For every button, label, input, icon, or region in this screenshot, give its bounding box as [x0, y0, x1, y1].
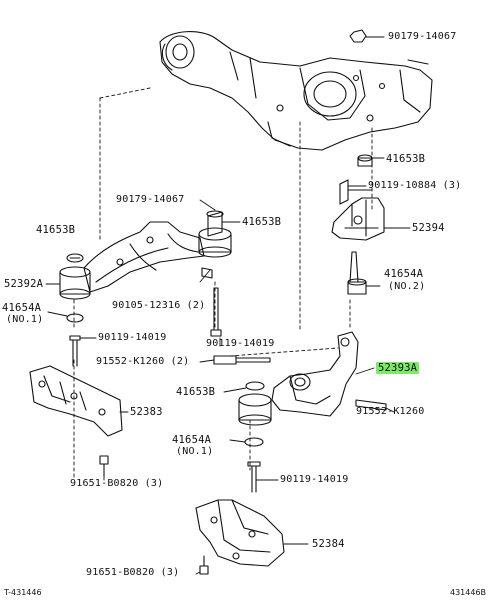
crossmember-52392a-illustration — [59, 210, 232, 367]
part-label-41653b-lower[interactable]: 41653B — [176, 386, 216, 398]
part-label-52383[interactable]: 52383 — [130, 406, 163, 418]
part-label-41653b-left[interactable]: 41653B — [36, 224, 76, 236]
part-label-52393a-highlighted[interactable]: 52393A — [376, 362, 420, 374]
part-label-41654a-no2-sub: (NO.2) — [388, 281, 426, 292]
part-label-90119-10884[interactable]: 90119-10884 (3) — [368, 180, 462, 191]
part-label-41653b-center[interactable]: 41653B — [242, 216, 282, 228]
bracket-52384-illustration — [195, 499, 285, 575]
part-label-90179-14067-left[interactable]: 90179-14067 — [116, 194, 185, 205]
part-label-52384[interactable]: 52384 — [312, 538, 345, 550]
part-label-41654a-no1-lower-sub: (NO.1) — [176, 446, 214, 457]
part-label-41654a-no2[interactable]: 41654A — [384, 268, 424, 280]
solid-leaders — [45, 157, 411, 575]
footer-right-code: 431446B — [450, 588, 487, 597]
top-nut-illustration — [349, 29, 385, 43]
part-label-52392a[interactable]: 52392A — [4, 278, 44, 290]
part-label-90119-14019-left[interactable]: 90119-14019 — [98, 332, 167, 343]
differential-housing-illustration — [159, 31, 433, 151]
part-label-41653b-right[interactable]: 41653B — [386, 153, 426, 165]
part-label-41654a-no1-left[interactable]: 41654A — [2, 302, 42, 314]
part-label-91552-k1260[interactable]: 91552-K1260 — [356, 406, 425, 417]
bracket-52383-illustration — [29, 365, 123, 477]
part-label-90119-14019-lower[interactable]: 90119-14019 — [280, 474, 349, 485]
part-label-52394[interactable]: 52394 — [412, 222, 445, 234]
highlight-52393a: 52393A — [376, 362, 420, 374]
footer-left-code: T-431446 — [4, 588, 42, 597]
part-label-90119-14019-center[interactable]: 90119-14019 — [206, 338, 275, 349]
bracket-52394-illustration — [331, 154, 385, 295]
dashed-leaders — [73, 87, 373, 481]
part-label-91651-b0820-upper[interactable]: 91651-B0820 (3) — [70, 478, 164, 489]
part-label-91651-b0820-lower[interactable]: 91651-B0820 (3) — [86, 567, 180, 578]
part-label-90179-14067-top[interactable]: 90179-14067 — [388, 31, 457, 42]
bracket-52393a-illustration — [213, 331, 387, 493]
part-label-91552-k1260-2[interactable]: 91552-K1260 (2) — [96, 356, 190, 367]
part-label-41654a-no1-lower[interactable]: 41654A — [172, 434, 212, 446]
part-label-90105-12316[interactable]: 90105-12316 (2) — [112, 300, 206, 311]
part-label-41654a-no1-left-sub: (NO.1) — [6, 314, 44, 325]
